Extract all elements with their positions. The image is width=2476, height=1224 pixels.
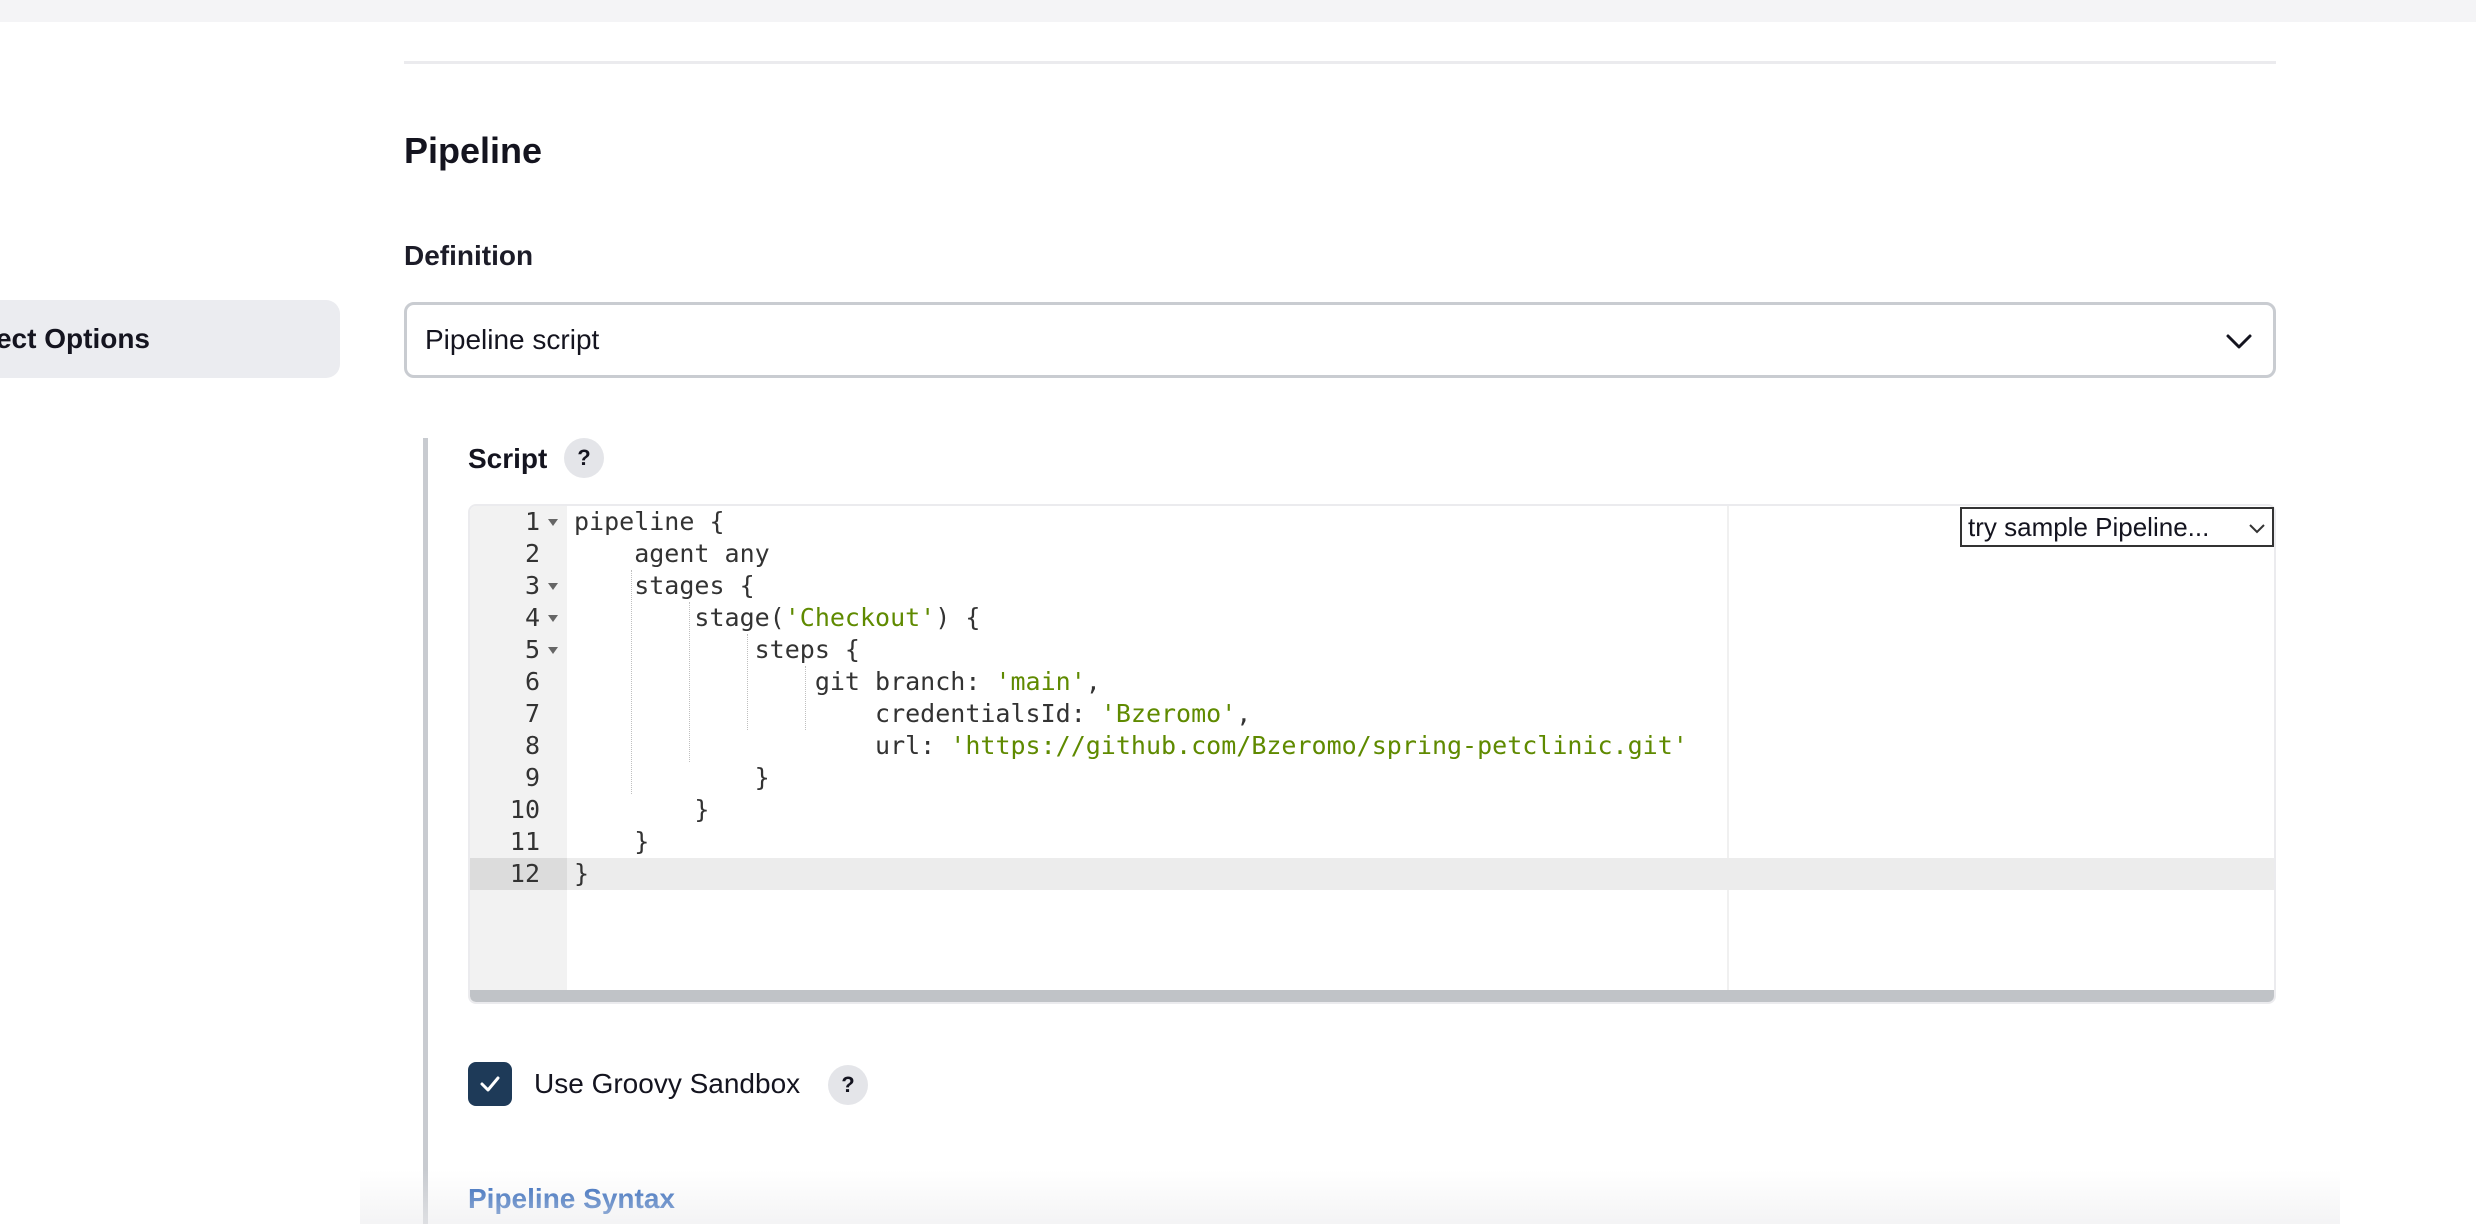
code-token: credentialsId: (574, 699, 1101, 728)
line-number: 8 (524, 731, 540, 760)
indent-guide (747, 634, 748, 730)
nested-section-bar (423, 438, 428, 1224)
code-token: agent any (574, 539, 770, 568)
section-title: Pipeline (404, 130, 543, 171)
definition-select[interactable]: Pipeline script (404, 302, 2276, 378)
code-token: steps { (574, 635, 860, 664)
code-token: } (574, 859, 590, 888)
sidebar-item-project-options[interactable]: ect Options (0, 300, 340, 378)
code-token: } (574, 827, 650, 856)
code-line[interactable]: 3 stages { (470, 570, 2274, 602)
code-line[interactable]: 6 git branch: 'main', (470, 666, 2274, 698)
code-text: url: 'https://github.com/Bzeromo/spring-… (574, 730, 1688, 762)
fold-arrow-icon[interactable] (548, 583, 558, 590)
groovy-sandbox-checkbox[interactable] (468, 1062, 512, 1106)
code-line[interactable]: 4 stage('Checkout') { (470, 602, 2274, 634)
code-text: steps { (574, 634, 860, 666)
code-line[interactable]: 10 } (470, 794, 2274, 826)
string-literal: 'Bzeromo' (1100, 699, 1237, 728)
code-line[interactable]: 9 } (470, 762, 2274, 794)
horizontal-scrollbar[interactable] (470, 990, 2274, 1002)
try-sample-pipeline-select[interactable]: try sample Pipeline... (1960, 507, 2274, 547)
definition-selected-value: Pipeline script (425, 324, 600, 355)
code-text: pipeline { (574, 506, 725, 538)
pipeline-syntax-link[interactable]: Pipeline Syntax (468, 1183, 675, 1214)
code-token: , (1236, 699, 1252, 728)
print-margin (1727, 506, 1729, 996)
code-line[interactable]: 5 steps { (470, 634, 2274, 666)
indent-guide (631, 570, 632, 794)
line-number: 4 (524, 603, 540, 632)
code-token: } (574, 763, 770, 792)
code-token: git branch: (574, 667, 996, 696)
indent-guide (689, 602, 690, 762)
line-number: 1 (524, 507, 540, 536)
line-number: 9 (524, 763, 540, 792)
line-number: 6 (524, 667, 540, 696)
active-gutter-highlight (470, 858, 567, 890)
code-token: url: (574, 731, 951, 760)
code-token: ) { (935, 603, 981, 632)
sandbox-help-button[interactable]: ? (828, 1065, 868, 1105)
checkmark-icon (480, 1076, 500, 1092)
fold-arrow-icon[interactable] (548, 519, 558, 526)
chevron-down-icon (2226, 334, 2252, 349)
code-text: credentialsId: 'Bzeromo', (574, 698, 1251, 730)
code-line[interactable]: 12} (470, 858, 2274, 890)
line-number: 12 (509, 859, 540, 888)
code-text: stage('Checkout') { (574, 602, 980, 634)
section-divider (404, 61, 2276, 64)
line-number: 7 (524, 699, 540, 728)
code-token: } (574, 795, 710, 824)
line-number: 10 (509, 795, 540, 824)
code-text: } (574, 762, 770, 794)
code-token: pipeline { (574, 507, 725, 536)
indent-guide (805, 666, 806, 730)
sidebar-item-label: ect Options (0, 323, 150, 354)
code-line[interactable]: 11 } (470, 826, 2274, 858)
chevron-down-icon (2249, 524, 2265, 534)
code-text: agent any (574, 538, 770, 570)
script-help-button[interactable]: ? (564, 438, 604, 478)
code-text: git branch: 'main', (574, 666, 1101, 698)
groovy-sandbox-label[interactable]: Use Groovy Sandbox (534, 1068, 801, 1099)
code-text: } (574, 794, 709, 826)
line-number: 5 (524, 635, 540, 664)
fold-arrow-icon[interactable] (548, 615, 558, 622)
line-number: 11 (509, 827, 540, 856)
string-literal: 'https://github.com/Bzeromo/spring-petcl… (950, 731, 1688, 760)
fold-arrow-icon[interactable] (548, 647, 558, 654)
script-label: Script (468, 443, 548, 474)
code-token: stage( (574, 603, 785, 632)
code-token: , (1085, 667, 1101, 696)
code-text: } (574, 826, 649, 858)
sample-select-label: try sample Pipeline... (1968, 511, 2210, 542)
code-text: stages { (574, 570, 755, 602)
definition-label: Definition (404, 240, 534, 271)
top-bar (0, 0, 2476, 22)
code-line[interactable]: 2 agent any (470, 538, 2274, 570)
string-literal: 'Checkout' (784, 603, 936, 632)
line-number: 3 (524, 571, 540, 600)
code-line[interactable]: 8 url: 'https://github.com/Bzeromo/sprin… (470, 730, 2274, 762)
code-token: stages { (574, 571, 755, 600)
code-line[interactable]: 7 credentialsId: 'Bzeromo', (470, 698, 2274, 730)
code-line[interactable]: 1 pipeline { (470, 506, 2274, 538)
string-literal: 'main' (995, 667, 1086, 696)
code-text: } (574, 858, 589, 890)
line-number: 2 (524, 539, 540, 568)
active-line-highlight (470, 858, 2274, 890)
